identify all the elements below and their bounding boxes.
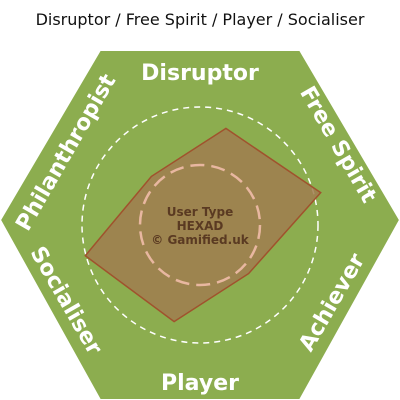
label-player: Player <box>161 371 239 396</box>
label-disruptor: Disruptor <box>141 61 259 86</box>
center-line-3: © Gamified.uk <box>151 233 249 247</box>
center-line-2: HEXAD <box>177 219 224 233</box>
profile-polygon <box>84 127 322 323</box>
center-line-1: User Type <box>167 205 233 219</box>
inner-guide-circle <box>138 163 262 287</box>
chart-title: Disruptor / Free Spirit / Player / Socia… <box>35 10 365 29</box>
outer-guide-circle <box>81 106 319 344</box>
